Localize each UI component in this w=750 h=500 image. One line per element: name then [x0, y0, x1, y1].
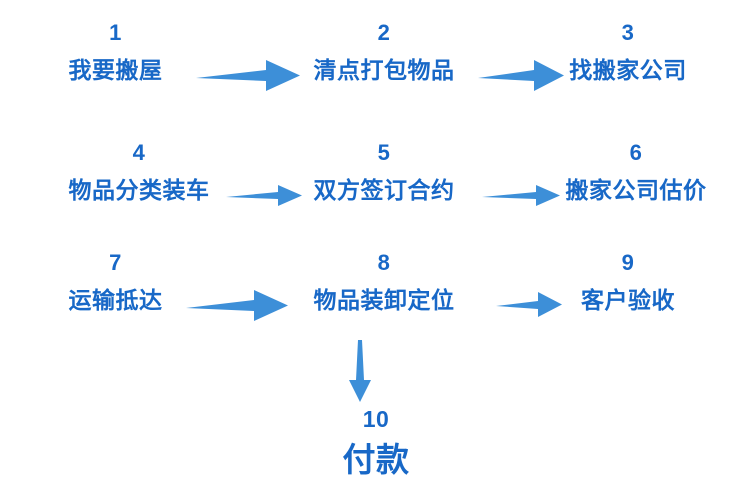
flow-step-7-number: 7 [109, 250, 122, 275]
flow-step-3-number: 3 [621, 20, 635, 45]
flow-step-1-number: 1 [109, 20, 122, 45]
flow-step-3[interactable]: 3 找搬家公司 [564, 20, 692, 84]
flow-step-10[interactable]: 10 付款 [300, 408, 452, 479]
flow-step-8[interactable]: 8 物品装卸定位 [308, 250, 460, 314]
arrow-step2-to-step3 [478, 58, 564, 94]
flow-step-1[interactable]: 1 我要搬屋 [63, 20, 168, 84]
flow-step-5[interactable]: 5 双方签订合约 [308, 140, 460, 204]
arrow-step1-to-step2 [196, 58, 300, 94]
flow-step-3-label: 找搬家公司 [569, 57, 687, 83]
flow-step-4-label: 物品分类装车 [68, 177, 210, 203]
arrow-step8-to-step9 [496, 290, 562, 320]
flow-step-5-label: 双方签订合约 [313, 177, 455, 203]
arrow-step4-to-step5 [226, 182, 302, 210]
flow-step-6-number: 6 [629, 140, 643, 165]
flow-step-9[interactable]: 9 客户验收 [564, 250, 692, 314]
flow-step-2-label: 清点打包物品 [313, 57, 455, 83]
flow-step-10-label: 付款 [342, 441, 410, 478]
flow-step-9-label: 客户验收 [581, 287, 675, 313]
flow-step-7-label: 运输抵达 [68, 287, 163, 313]
flow-step-10-number: 10 [362, 406, 390, 432]
flow-step-6-label: 搬家公司估价 [565, 177, 707, 203]
flow-step-7[interactable]: 7 运输抵达 [63, 250, 168, 314]
flow-step-8-number: 8 [377, 250, 391, 275]
flow-step-5-number: 5 [377, 140, 391, 165]
flow-step-1-label: 我要搬屋 [68, 57, 163, 83]
flow-step-2[interactable]: 2 清点打包物品 [308, 20, 460, 84]
flow-step-4-number: 4 [132, 140, 146, 165]
flow-step-4[interactable]: 4 物品分类装车 [63, 140, 215, 204]
arrow-step5-to-step6 [482, 182, 560, 210]
arrow-step8-to-step10 [345, 340, 375, 402]
flow-step-8-label: 物品装卸定位 [313, 287, 455, 313]
flow-step-2-number: 2 [377, 20, 391, 45]
flow-step-9-number: 9 [621, 250, 635, 275]
flow-step-6[interactable]: 6 搬家公司估价 [560, 140, 712, 204]
arrow-step7-to-step8 [186, 288, 288, 324]
